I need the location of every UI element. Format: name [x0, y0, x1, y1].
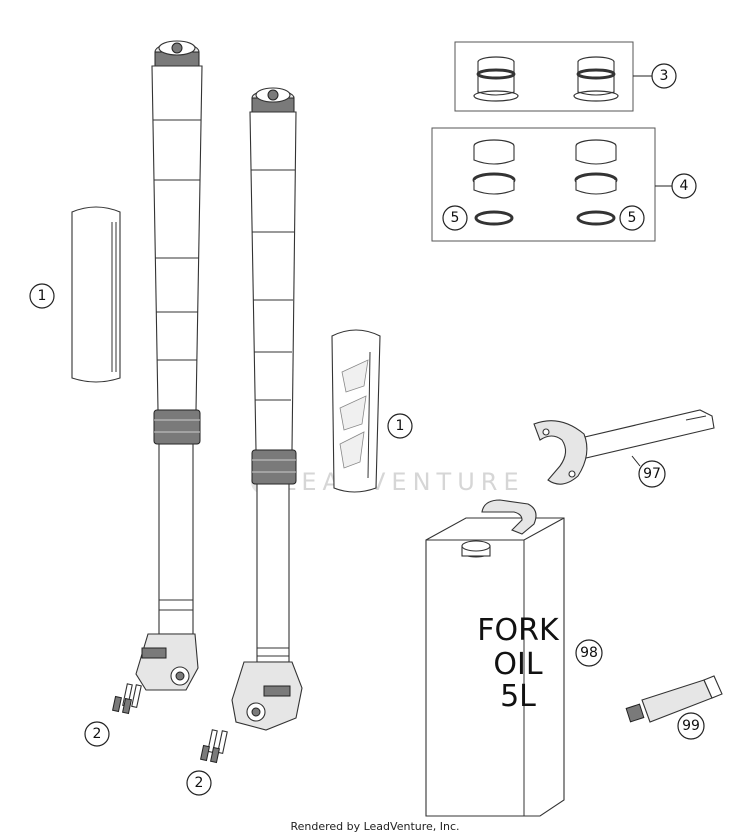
callout-98: 98 [575, 639, 603, 667]
svg-text:2: 2 [195, 775, 204, 791]
grease-tube [625, 675, 723, 723]
oil-can-label-line3: 5L [500, 679, 536, 714]
oil-can-label-line2: OIL [493, 647, 542, 682]
watermark-text: LEADVENTURE [282, 468, 525, 496]
svg-text:3: 3 [660, 68, 669, 84]
kit-box-seals [431, 127, 656, 242]
left-fork-leg [135, 40, 203, 691]
left-axle-bolts [112, 683, 142, 715]
callout-2-right: 2 [186, 770, 212, 796]
seal-set-left [472, 139, 516, 226]
right-fork-leg [231, 87, 303, 731]
callout-2-left: 2 [84, 721, 110, 747]
fork-oil-can [425, 499, 565, 817]
seal-set-right [574, 139, 618, 226]
oil-can-label-line1: FORK [477, 613, 560, 648]
bushing-left [473, 56, 519, 102]
svg-text:98: 98 [580, 645, 598, 661]
svg-text:5: 5 [628, 210, 637, 226]
callout-1-right: 1 [387, 413, 413, 439]
right-axle-bolts [200, 729, 228, 764]
svg-text:97: 97 [643, 466, 661, 482]
callout-1-left: 1 [29, 283, 55, 309]
svg-text:1: 1 [396, 418, 405, 434]
fork-guard-logo [331, 329, 381, 493]
svg-text:4: 4 [680, 178, 689, 194]
callout-97: 97 [638, 460, 666, 488]
callout-3: 3 [651, 63, 677, 89]
callout-4: 4 [671, 173, 697, 199]
callout-5-right: 5 [619, 205, 645, 231]
svg-text:99: 99 [682, 718, 700, 734]
callout-99: 99 [677, 712, 705, 740]
footer-credit: Rendered by LeadVenture, Inc. [290, 820, 460, 833]
svg-text:5: 5 [451, 210, 460, 226]
bushing-right [573, 56, 619, 102]
callout-5-left: 5 [442, 205, 468, 231]
svg-text:1: 1 [38, 288, 47, 304]
spanner-wrench [533, 409, 715, 485]
fork-guard-plain [71, 206, 121, 383]
svg-text:2: 2 [93, 726, 102, 742]
